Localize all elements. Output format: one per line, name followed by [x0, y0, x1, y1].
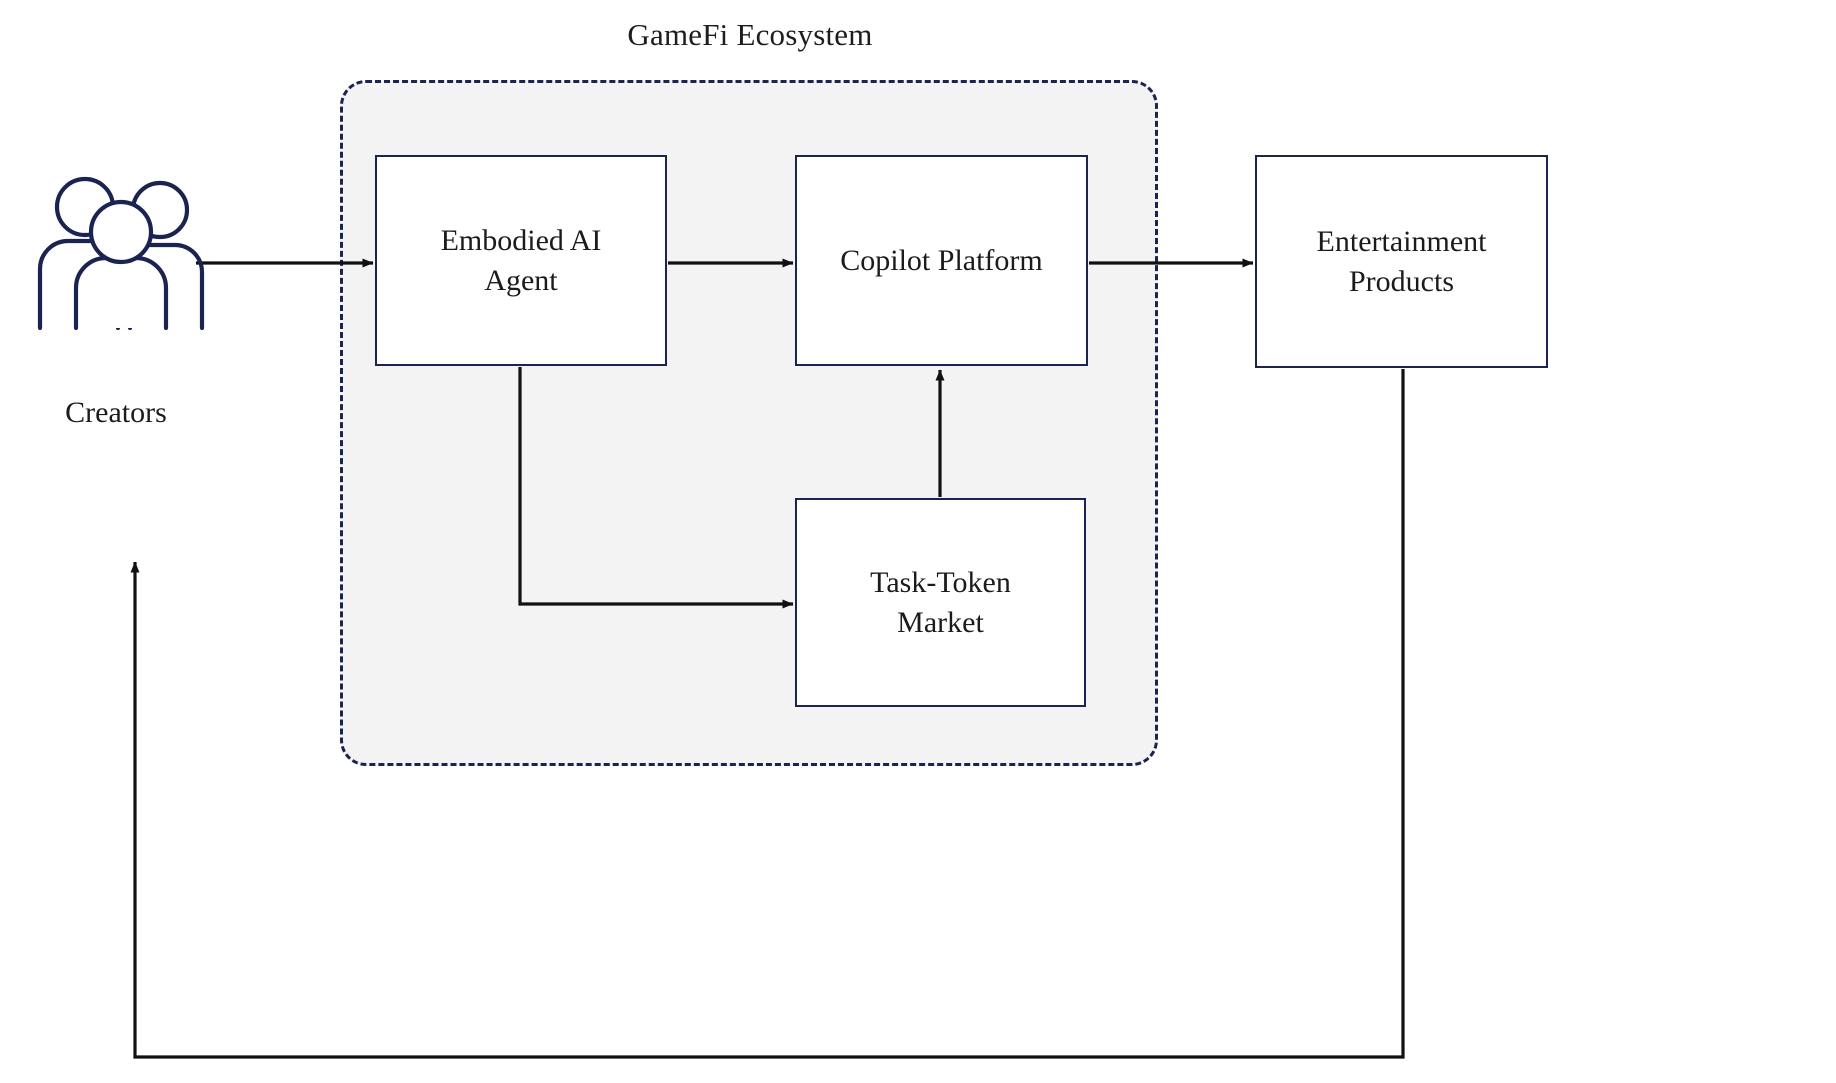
node-embodied-ai-agent[interactable]: Embodied AI Agent [375, 155, 667, 366]
node-embodied-ai-agent-label: Embodied AI Agent [440, 223, 602, 297]
node-task-token-market[interactable]: Task-Token Market [795, 498, 1086, 707]
page-title: GameFi Ecosystem [627, 17, 873, 52]
creators-label: Creators [65, 396, 167, 429]
people-group-icon [37, 176, 205, 331]
creators-actor: Creators [16, 168, 216, 468]
node-task-token-market-label: Task-Token Market [870, 565, 1011, 639]
node-entertainment-products-label: Entertainment Products [1316, 224, 1487, 298]
node-copilot-platform-label: Copilot Platform [840, 243, 1043, 277]
node-entertainment-products[interactable]: Entertainment Products [1255, 155, 1548, 368]
node-copilot-platform[interactable]: Copilot Platform [795, 155, 1088, 366]
